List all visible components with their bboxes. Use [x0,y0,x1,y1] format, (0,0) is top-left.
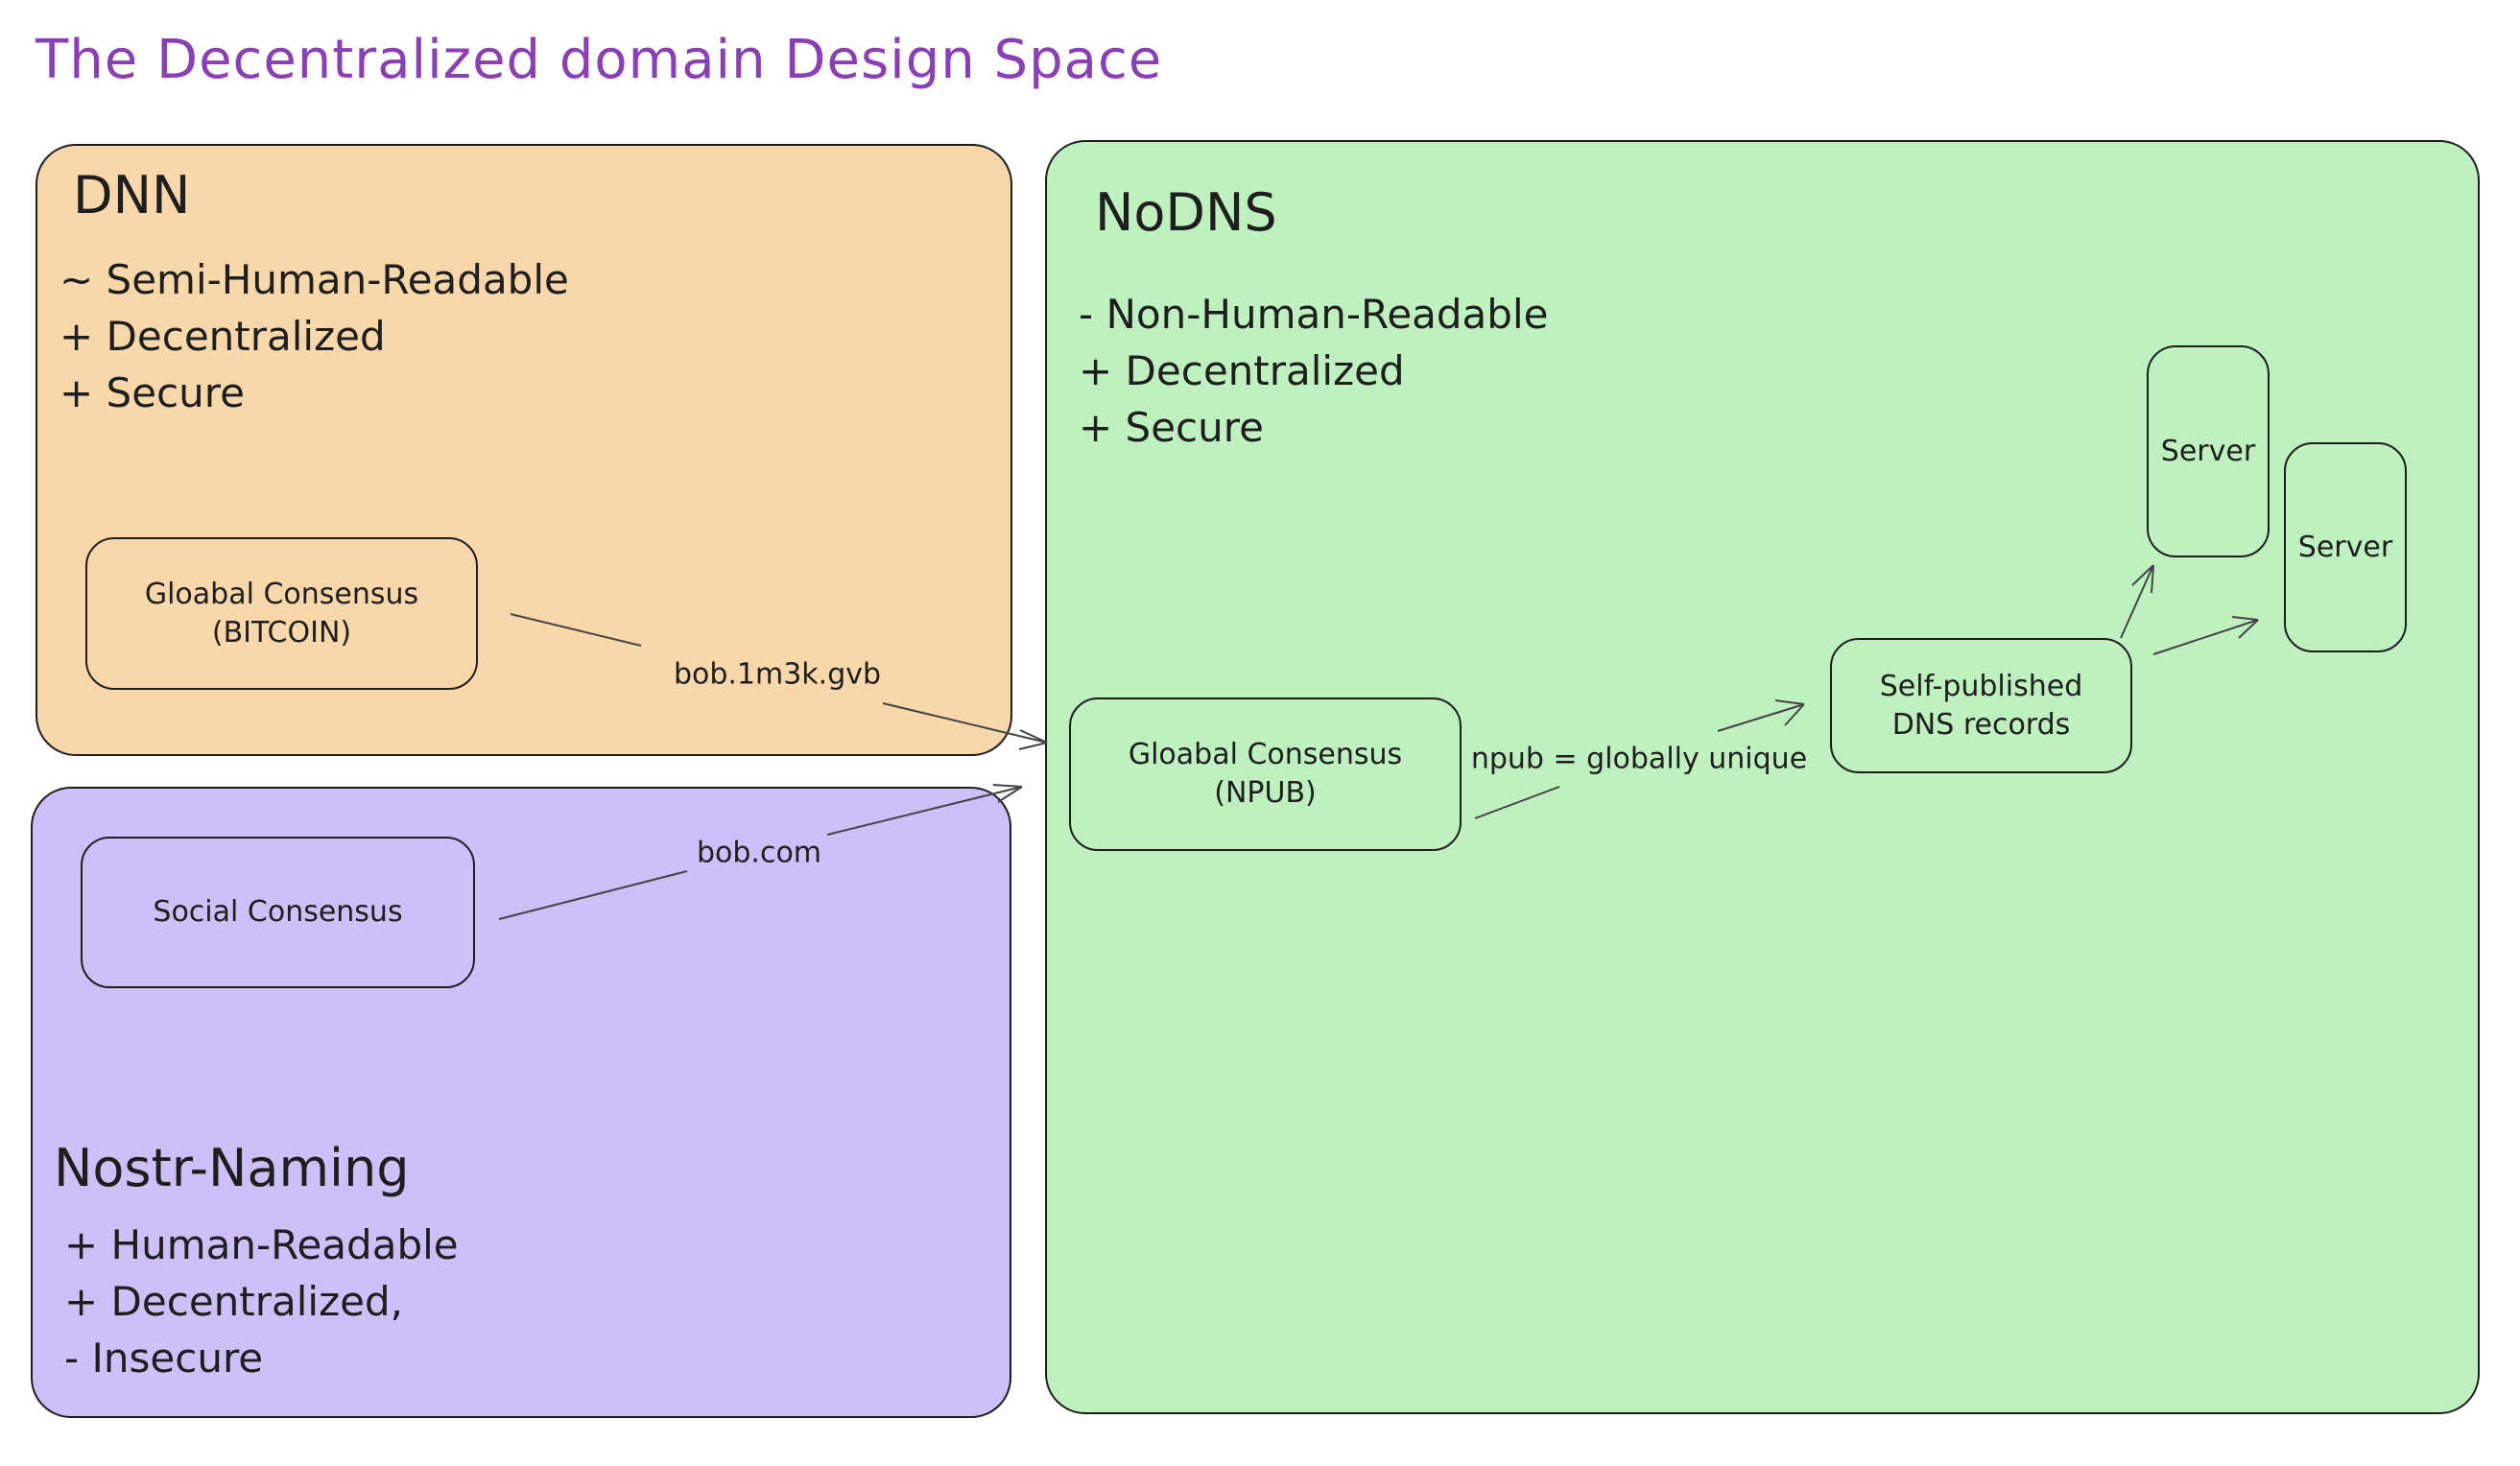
edge-label-npub: npub = globally unique [1470,742,1808,776]
edge-npub-to-selfpub [1474,699,1805,819]
node-label: DNS records [1891,707,2071,742]
zone-nodns-bullets: - Non-Human-Readable + Decentralized + S… [1079,286,1548,456]
bullet: - Insecure [64,1335,264,1382]
diagram-title: The Decentralized domain Design Space [36,29,1163,91]
zone-nodns [1045,140,2480,1414]
zone-nostr-naming [31,787,1011,1418]
zone-dnn-title: DNN [73,165,191,225]
edge-social-to-npub [498,784,1023,920]
node-label: Self-published [1879,669,2083,703]
node-label: Gloabal Consensus [1128,738,1403,771]
zone-nostr-title: Nostr-Naming [54,1138,410,1198]
edge-selfpub-to-server2 [2152,616,2259,655]
edge-selfpub-to-server1 [2120,564,2154,639]
edge-bitcoin-to-npub [510,613,1048,750]
bullet: ~ Semi-Human-Readable [59,256,569,303]
bullet: - Non-Human-Readable [1079,291,1549,338]
bullet: + Secure [59,369,245,416]
zone-nostr-bullets: + Human-Readable + Decentralized, - Inse… [64,1217,459,1386]
bullet: + Decentralized, [64,1278,403,1325]
zone-dnn-bullets: ~ Semi-Human-Readable + Decentralized + … [59,251,569,421]
node-global-consensus-npub: Gloabal Consensus (NPUB) [1069,698,1462,851]
bullet: + Secure [1079,404,1264,451]
edge-label-bitcoin: bob.1m3k.gvb [673,657,882,692]
node-label: (NPUB) [1214,776,1317,810]
node-social-consensus: Social Consensus [81,837,475,988]
node-label: (BITCOIN) [211,615,352,650]
node-server-1: Server [2147,345,2270,557]
node-global-consensus-bitcoin: Gloabal Consensus (BITCOIN) [85,537,478,690]
zone-nodns-title: NoDNS [1095,182,1277,243]
node-server-2: Server [2284,442,2407,652]
bullet: + Human-Readable [64,1221,459,1268]
edge-label-social: bob.com [696,836,822,870]
bullet: + Decentralized [59,313,386,360]
zone-dnn [36,144,1012,756]
node-label: Gloabal Consensus [144,577,419,611]
bullet: + Decentralized [1079,347,1405,394]
